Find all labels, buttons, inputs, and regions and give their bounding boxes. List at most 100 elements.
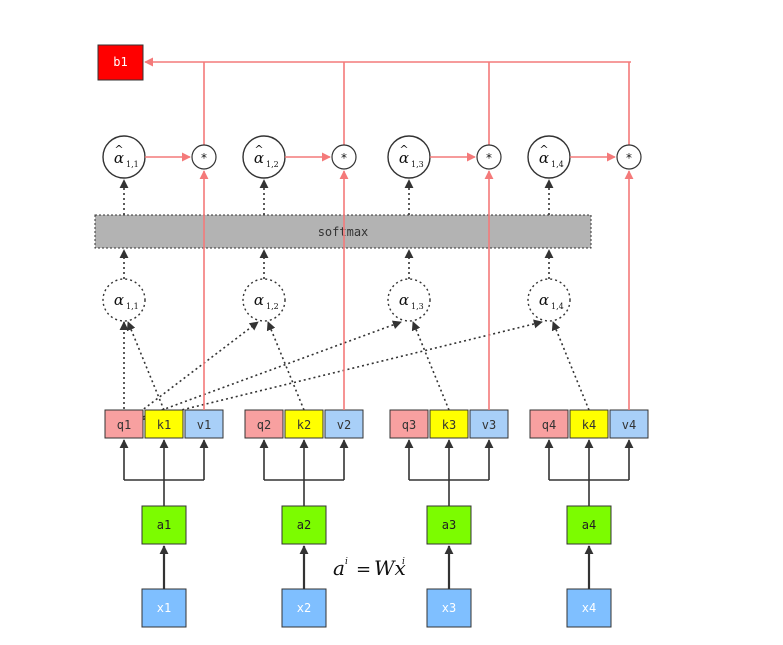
q1-alpha-1-3-link — [123, 320, 402, 425]
multiply-node-1: * — [191, 144, 217, 170]
formula: a i = Wx i — [333, 556, 406, 580]
v-label: v2 — [337, 418, 351, 432]
q-label: q1 — [117, 418, 131, 432]
multiply-node-3: * — [476, 144, 502, 170]
input-label: x4 — [582, 601, 596, 615]
embedding-box-a3: a3 — [426, 505, 472, 545]
query-key-links — [119, 319, 543, 425]
q-box-q4: q4 — [529, 409, 569, 439]
softmax-layer: softmax — [94, 214, 592, 249]
input-box-x4: x4 — [566, 588, 612, 628]
multiply-symbol: * — [200, 151, 207, 165]
formula-rhs-sup: i — [402, 557, 405, 567]
alpha-subscript: 1,1 — [126, 302, 139, 311]
multiply-symbol: * — [625, 151, 632, 165]
alpha-hat-symbol: α — [254, 149, 264, 167]
normalized-score-alpha-hat-1,4: α^1,4 — [527, 135, 571, 179]
key-to-alpha-link — [126, 321, 165, 411]
k-box-k3: k3 — [429, 409, 469, 439]
v-label: v4 — [622, 418, 636, 432]
alpha-hat-symbol: α — [539, 149, 549, 167]
hat-accent: ^ — [539, 143, 548, 156]
embedding-box-a2: a2 — [281, 505, 327, 545]
k-label: k1 — [157, 418, 171, 432]
alpha-hat-symbol: α — [399, 149, 409, 167]
formula-lhs: a — [333, 556, 345, 580]
q1-alpha-1-2-link — [123, 321, 259, 425]
input-label: x2 — [297, 601, 311, 615]
q-box-q3: q3 — [389, 409, 429, 439]
v-label: v1 — [197, 418, 211, 432]
input-box-x2: x2 — [281, 588, 327, 628]
multiply-node-4: * — [616, 144, 642, 170]
input-box-x3: x3 — [426, 588, 472, 628]
normalized-score-alpha-hat-1,3: α^1,3 — [387, 135, 431, 179]
key-to-alpha-link — [266, 321, 305, 411]
alpha-subscript: 1,4 — [551, 302, 564, 311]
hat-accent: ^ — [254, 143, 263, 156]
v-box-v3: v3 — [469, 409, 509, 439]
formula-lhs-sup: i — [345, 557, 348, 567]
k-box-k1: k1 — [144, 409, 184, 439]
k-box-k2: k2 — [284, 409, 324, 439]
alpha-hat-subscript: 1,3 — [411, 160, 424, 169]
q-label: q4 — [542, 418, 556, 432]
alpha-symbol: α — [539, 291, 549, 309]
formula-rhs: Wx — [374, 556, 406, 580]
alpha-hat-subscript: 1,2 — [266, 160, 279, 169]
q-label: q3 — [402, 418, 416, 432]
input-box-x1: x1 — [141, 588, 187, 628]
multiply-symbol: * — [340, 151, 347, 165]
normalized-score-alpha-hat-1,2: α^1,2 — [242, 135, 286, 179]
v-box-v4: v4 — [609, 409, 649, 439]
alpha-symbol: α — [254, 291, 264, 309]
input-label: x3 — [442, 601, 456, 615]
key-to-alpha-link — [411, 321, 450, 411]
alpha-subscript: 1,2 — [266, 302, 279, 311]
embedding-label: a4 — [582, 518, 596, 532]
alpha-symbol: α — [114, 291, 124, 309]
hat-accent: ^ — [399, 143, 408, 156]
embedding-box-a1: a1 — [141, 505, 187, 545]
alpha-hat-subscript: 1,1 — [126, 160, 139, 169]
q-label: q2 — [257, 418, 271, 432]
k-box-k4: k4 — [569, 409, 609, 439]
k-label: k3 — [442, 418, 456, 432]
v-box-v2: v2 — [324, 409, 364, 439]
alpha-hat-symbol: α — [114, 149, 124, 167]
multiply-node-2: * — [331, 144, 357, 170]
embedding-label: a2 — [297, 518, 311, 532]
alpha-subscript: 1,3 — [411, 302, 424, 311]
embedding-label: a3 — [442, 518, 456, 532]
alpha-hat-subscript: 1,4 — [551, 160, 564, 169]
q-box-q2: q2 — [244, 409, 284, 439]
output-b1-label: b1 — [113, 55, 127, 69]
embedding-label: a1 — [157, 518, 171, 532]
q1-alpha-1-4-link — [123, 319, 543, 425]
embedding-box-a4: a4 — [566, 505, 612, 545]
key-to-alpha-link — [551, 321, 590, 411]
q-box-q1: q1 — [104, 409, 144, 439]
formula-equals: = — [356, 559, 371, 580]
output-b1: b1 — [97, 44, 144, 81]
normalized-score-alpha-hat-1,1: α^1,1 — [102, 135, 146, 179]
softmax-label: softmax — [318, 225, 369, 239]
v-label: v3 — [482, 418, 496, 432]
k-label: k4 — [582, 418, 596, 432]
alpha-symbol: α — [399, 291, 409, 309]
input-label: x1 — [157, 601, 171, 615]
hat-accent: ^ — [114, 143, 123, 156]
k-label: k2 — [297, 418, 311, 432]
multiply-symbol: * — [485, 151, 492, 165]
v-box-v1: v1 — [184, 409, 224, 439]
